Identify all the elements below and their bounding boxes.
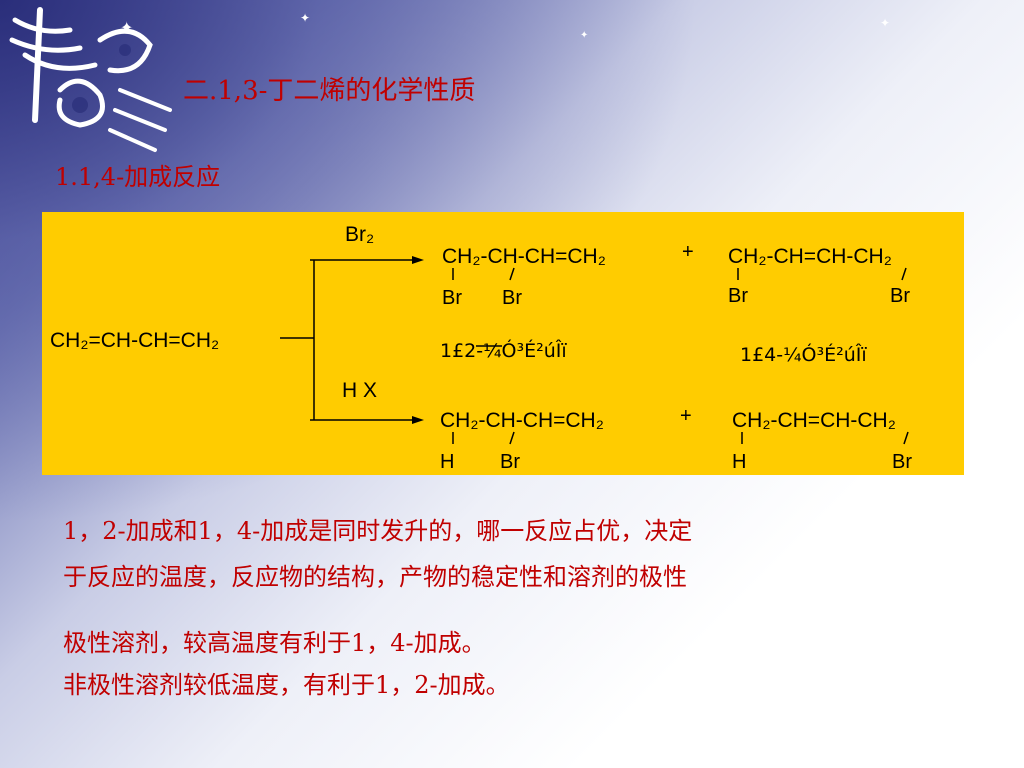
product-14-hx-sub1: H (732, 451, 747, 473)
reaction-panel: CH₂=CH-CH=CH₂ Br₂ H X CH₂-CH-CH=CH₂ + CH… (42, 212, 964, 475)
sparkle-icon: ✦ (120, 18, 134, 37)
sparkle-icon: ✦ (880, 16, 891, 30)
logo-icon (9, 7, 172, 152)
product-14-br-main: CH₂-CH=CH-CH₂ (728, 245, 892, 268)
sparkle-icon: ✦ (300, 11, 311, 25)
product-14-hx-sub2: Br (892, 451, 912, 473)
product-12-hx-sub1: H (440, 451, 455, 473)
product-14-br-sub1: Br (728, 285, 748, 307)
plus-sign: + (680, 405, 692, 427)
note-line-2: 于反应的温度，反应物的结构，产物的稳定性和溶剂的极性 (63, 563, 687, 591)
slide-title: 二.1,3-丁二烯的化学性质 (183, 76, 476, 106)
product-14-br-sub2: Br (890, 285, 910, 307)
product-12-br-sub2: Br (502, 287, 522, 309)
product-12-br-main: CH₂-CH-CH=CH₂ (442, 245, 606, 268)
product-12-hx-main: CH₂-CH-CH=CH₂ (440, 409, 604, 432)
reagent-br2: Br₂ (345, 223, 375, 246)
sparkle-icon: ✦ (580, 30, 589, 41)
product-12-br-sub1: Br (442, 287, 462, 309)
plus-sign: + (682, 241, 694, 263)
note-line-1: 1，2-加成和1，4-加成是同时发升的，哪一反应占优，决定 (63, 517, 693, 545)
product-12-hx-sub2: Br (500, 451, 520, 473)
product-14-hx-main: CH₂-CH=CH-CH₂ (732, 409, 896, 432)
note-line-4: 非极性溶剂较低温度，有利于1，2-加成。 (63, 671, 510, 699)
reaction-arrows (280, 256, 909, 445)
note-line-3: 极性溶剂，较高温度有利于1，4-加成。 (63, 629, 486, 657)
section-heading: 1.1,4-加成反应 (55, 163, 221, 191)
reactant-formula: CH₂=CH-CH=CH₂ (50, 329, 220, 352)
reagent-hx: H X (342, 379, 378, 402)
label-12-product: 1£­2-¼Ó³É²úÎï (440, 340, 567, 362)
label-14-product: 1£­4-¼Ó³É²úÎï (740, 344, 867, 366)
